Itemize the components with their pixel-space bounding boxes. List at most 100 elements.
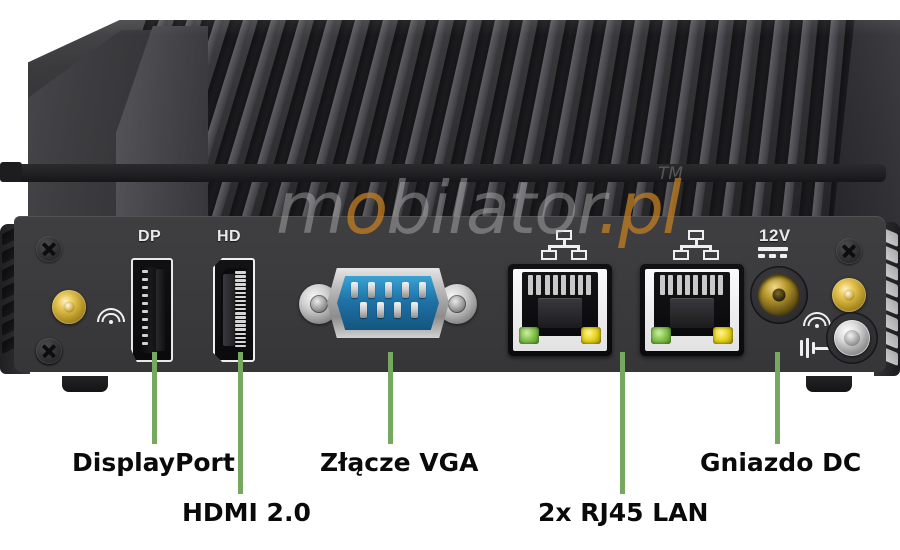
watermark-m: m bbox=[276, 166, 346, 250]
vga-pin bbox=[377, 302, 384, 318]
antenna-connector-chrome[interactable] bbox=[834, 320, 870, 356]
hdmi-pin bbox=[235, 312, 246, 315]
rj45-contact bbox=[709, 275, 715, 295]
rj45-contact bbox=[668, 275, 674, 295]
lan-icon-1 bbox=[541, 230, 587, 260]
hdmi-pin bbox=[235, 295, 246, 299]
rj45-cavity-1 bbox=[522, 272, 598, 336]
rj45-contact bbox=[536, 275, 542, 295]
rj45-port-2[interactable] bbox=[640, 264, 744, 356]
device-foot-right bbox=[806, 376, 852, 392]
antenna-connector-right[interactable] bbox=[832, 278, 866, 312]
rj45-contact bbox=[528, 275, 533, 295]
callout-leader-dc bbox=[775, 352, 780, 444]
rj45-contact bbox=[577, 275, 583, 295]
displayport-pin bbox=[142, 318, 148, 321]
rj45-contact bbox=[693, 275, 699, 295]
rj45-latch-1 bbox=[538, 298, 582, 328]
hdmi-pin bbox=[235, 316, 246, 319]
hdmi-pin bbox=[235, 320, 246, 323]
callout-label-displayport: DisplayPort bbox=[72, 448, 235, 477]
displayport-pin bbox=[142, 326, 148, 329]
hdmi-pin bbox=[235, 328, 246, 331]
rj45-contacts-1 bbox=[528, 275, 592, 295]
hdmi-tongue bbox=[223, 274, 235, 346]
callout-leader-displayport bbox=[152, 352, 157, 444]
dc-polarity-icon bbox=[758, 247, 788, 259]
vga-connector[interactable] bbox=[295, 262, 481, 346]
panel-bottom-lip-left bbox=[0, 162, 22, 182]
vga-pin bbox=[368, 282, 375, 298]
callout-leader-hdmi bbox=[238, 352, 243, 494]
dc-power-jack[interactable] bbox=[758, 274, 800, 316]
dp-port-label: DP bbox=[138, 228, 162, 245]
hdmi-pin bbox=[235, 279, 246, 282]
vga-pin bbox=[351, 282, 358, 298]
watermark: mobilator.pl bbox=[276, 166, 682, 250]
displayport-pin bbox=[142, 294, 148, 297]
hdmi-pin bbox=[235, 287, 246, 290]
vga-pin bbox=[419, 282, 426, 298]
rj45-contact bbox=[544, 275, 550, 295]
callout-leader-vga bbox=[388, 352, 393, 444]
hdmi-pin bbox=[235, 344, 246, 348]
hd-port-label: HD bbox=[217, 228, 242, 245]
displayport-pin bbox=[142, 286, 148, 289]
rj45-contact bbox=[569, 275, 575, 295]
rj45-cavity-2 bbox=[654, 272, 730, 336]
hdmi-pin bbox=[235, 324, 246, 327]
watermark-rest: bilator bbox=[386, 166, 599, 250]
watermark-trademark: TM bbox=[658, 164, 684, 184]
wifi-icon-left bbox=[97, 304, 125, 324]
hdmi-pin bbox=[235, 291, 246, 295]
io-panel: DP HD bbox=[14, 216, 886, 372]
callout-label-vga: Złącze VGA bbox=[320, 448, 479, 477]
wifi-icon-right bbox=[803, 308, 831, 328]
callout-label-hdmi: HDMI 2.0 bbox=[182, 498, 311, 527]
antenna-icon bbox=[800, 338, 834, 360]
screw-bottom-left-2 bbox=[36, 338, 62, 364]
mini-pc-device: DP HD bbox=[0, 16, 900, 396]
watermark-dot: . bbox=[597, 166, 620, 250]
hdmi-pin bbox=[235, 271, 246, 274]
panel-bottom-lip bbox=[6, 164, 886, 182]
hdmi-pins bbox=[235, 271, 246, 349]
device-foot-left bbox=[62, 376, 108, 392]
voltage-label: 12V bbox=[759, 226, 791, 245]
rj45-port-1[interactable] bbox=[508, 264, 612, 356]
hdmi-connector[interactable] bbox=[213, 258, 255, 362]
rj45-shroud-1 bbox=[513, 269, 607, 351]
displayport-pin bbox=[142, 278, 148, 281]
rj45-contact bbox=[561, 275, 567, 295]
rj45-latch-2 bbox=[670, 298, 714, 328]
vga-pin bbox=[394, 302, 401, 318]
screw-top-right bbox=[836, 238, 862, 264]
rj45-contact bbox=[660, 275, 665, 295]
hdmi-pin bbox=[235, 332, 246, 336]
vga-pin bbox=[360, 302, 367, 318]
rj45-contact bbox=[718, 275, 724, 295]
displayport-pin bbox=[142, 342, 148, 345]
vga-pin bbox=[411, 302, 418, 318]
rj45-shroud-2 bbox=[645, 269, 739, 351]
rj45-contact bbox=[676, 275, 682, 295]
displayport-connector[interactable] bbox=[131, 258, 173, 362]
callout-label-dc: Gniazdo DC bbox=[700, 448, 862, 477]
antenna-connector-left[interactable] bbox=[52, 290, 86, 324]
rj45-contact bbox=[684, 275, 690, 295]
rj45-contact bbox=[586, 275, 592, 295]
rj45-contact bbox=[701, 275, 707, 295]
vga-pin bbox=[402, 282, 409, 298]
hdmi-pin bbox=[235, 303, 246, 307]
hdmi-pin bbox=[235, 340, 246, 344]
callout-leader-rj45 bbox=[620, 352, 625, 494]
rj45-led-amber-2 bbox=[713, 327, 733, 344]
watermark-o: o bbox=[344, 166, 388, 250]
hdmi-pin bbox=[235, 299, 246, 303]
hdmi-pin bbox=[235, 307, 246, 311]
watermark-tld: pl bbox=[618, 166, 682, 250]
screw-top-left bbox=[36, 236, 62, 262]
hdmi-pin bbox=[235, 336, 246, 340]
displayport-pins bbox=[142, 270, 148, 350]
rj45-led-green-1 bbox=[519, 327, 539, 344]
